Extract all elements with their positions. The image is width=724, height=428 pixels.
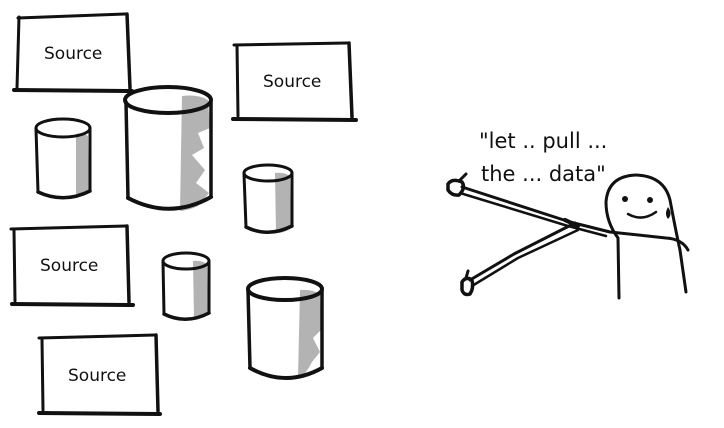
hand-top xyxy=(446,178,466,197)
source-label-1: Source xyxy=(44,44,102,64)
database-cylinder-1 xyxy=(34,117,92,200)
source-box-1: Source xyxy=(12,12,134,93)
smile xyxy=(626,210,658,219)
database-cylinder-3 xyxy=(242,163,294,234)
eye-right xyxy=(647,197,653,203)
source-box-3: Source xyxy=(9,224,135,307)
source-label-2: Source xyxy=(263,72,321,92)
source-box-2: Source xyxy=(231,41,358,122)
stick-figure xyxy=(446,172,690,300)
hand-bottom xyxy=(460,276,475,297)
eye-left xyxy=(622,196,628,202)
speech-line-1: "let .. pull ... xyxy=(479,129,607,153)
database-cylinder-4 xyxy=(161,251,211,321)
database-cylinder-2 xyxy=(123,85,213,211)
source-box-4: Source xyxy=(37,333,162,416)
source-label-4: Source xyxy=(68,366,126,386)
sweat-drop xyxy=(666,207,671,219)
database-cylinder-5 xyxy=(246,276,324,380)
source-label-3: Source xyxy=(40,256,98,276)
speech-line-2: the ... data" xyxy=(481,162,606,186)
